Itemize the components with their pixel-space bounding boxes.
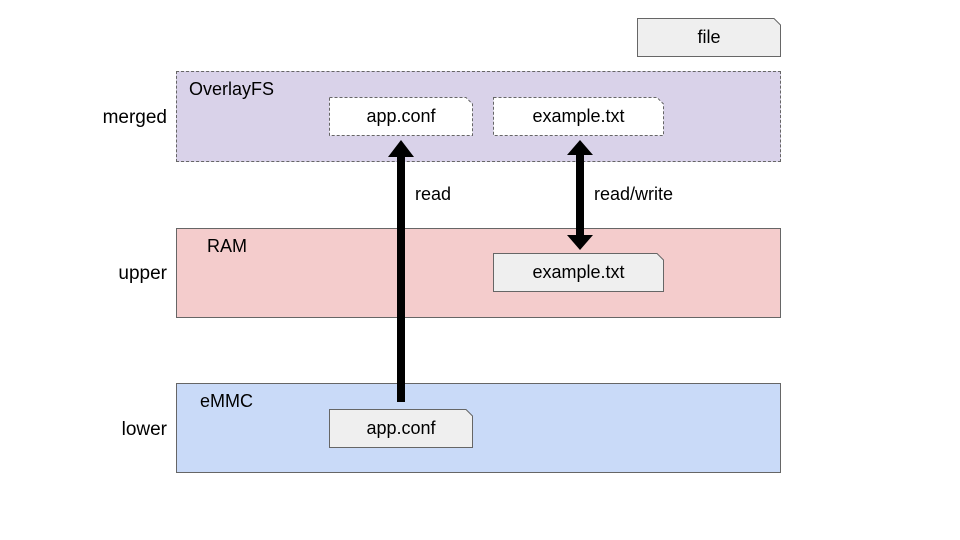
legend-file-shape: file [637,18,781,57]
merged-layer [176,71,781,162]
file-icon [329,409,473,448]
lower-layer [176,383,781,473]
layer-name-ram: RAM [207,236,247,256]
upper-file-example-txt: example.txt [493,253,664,292]
lower-file-app-conf: app.conf [329,409,473,448]
file-label: example.txt [532,262,625,282]
row-label-upper: upper [118,263,167,284]
file-icon [493,253,664,292]
layer-name-emmc: eMMC [200,391,253,411]
read-label: read [415,184,452,204]
read-write-label: read/write [594,184,674,204]
merged-file-example-txt: example.txt [493,97,664,136]
file-label: example.txt [532,106,625,126]
file-icon [493,97,664,136]
file-label: app.conf [366,418,436,438]
read-write-arrow [567,140,593,250]
file-icon [637,18,781,57]
merged-file-app-conf: app.conf [329,97,473,136]
file-label: app.conf [366,106,436,126]
layer-name-overlayfs: OverlayFS [189,79,275,99]
upper-layer [176,228,781,318]
legend-file-label: file [697,27,721,47]
read-arrow [388,140,414,402]
file-icon [329,97,473,136]
row-label-merged: merged [102,107,167,128]
row-label-lower: lower [121,419,167,440]
